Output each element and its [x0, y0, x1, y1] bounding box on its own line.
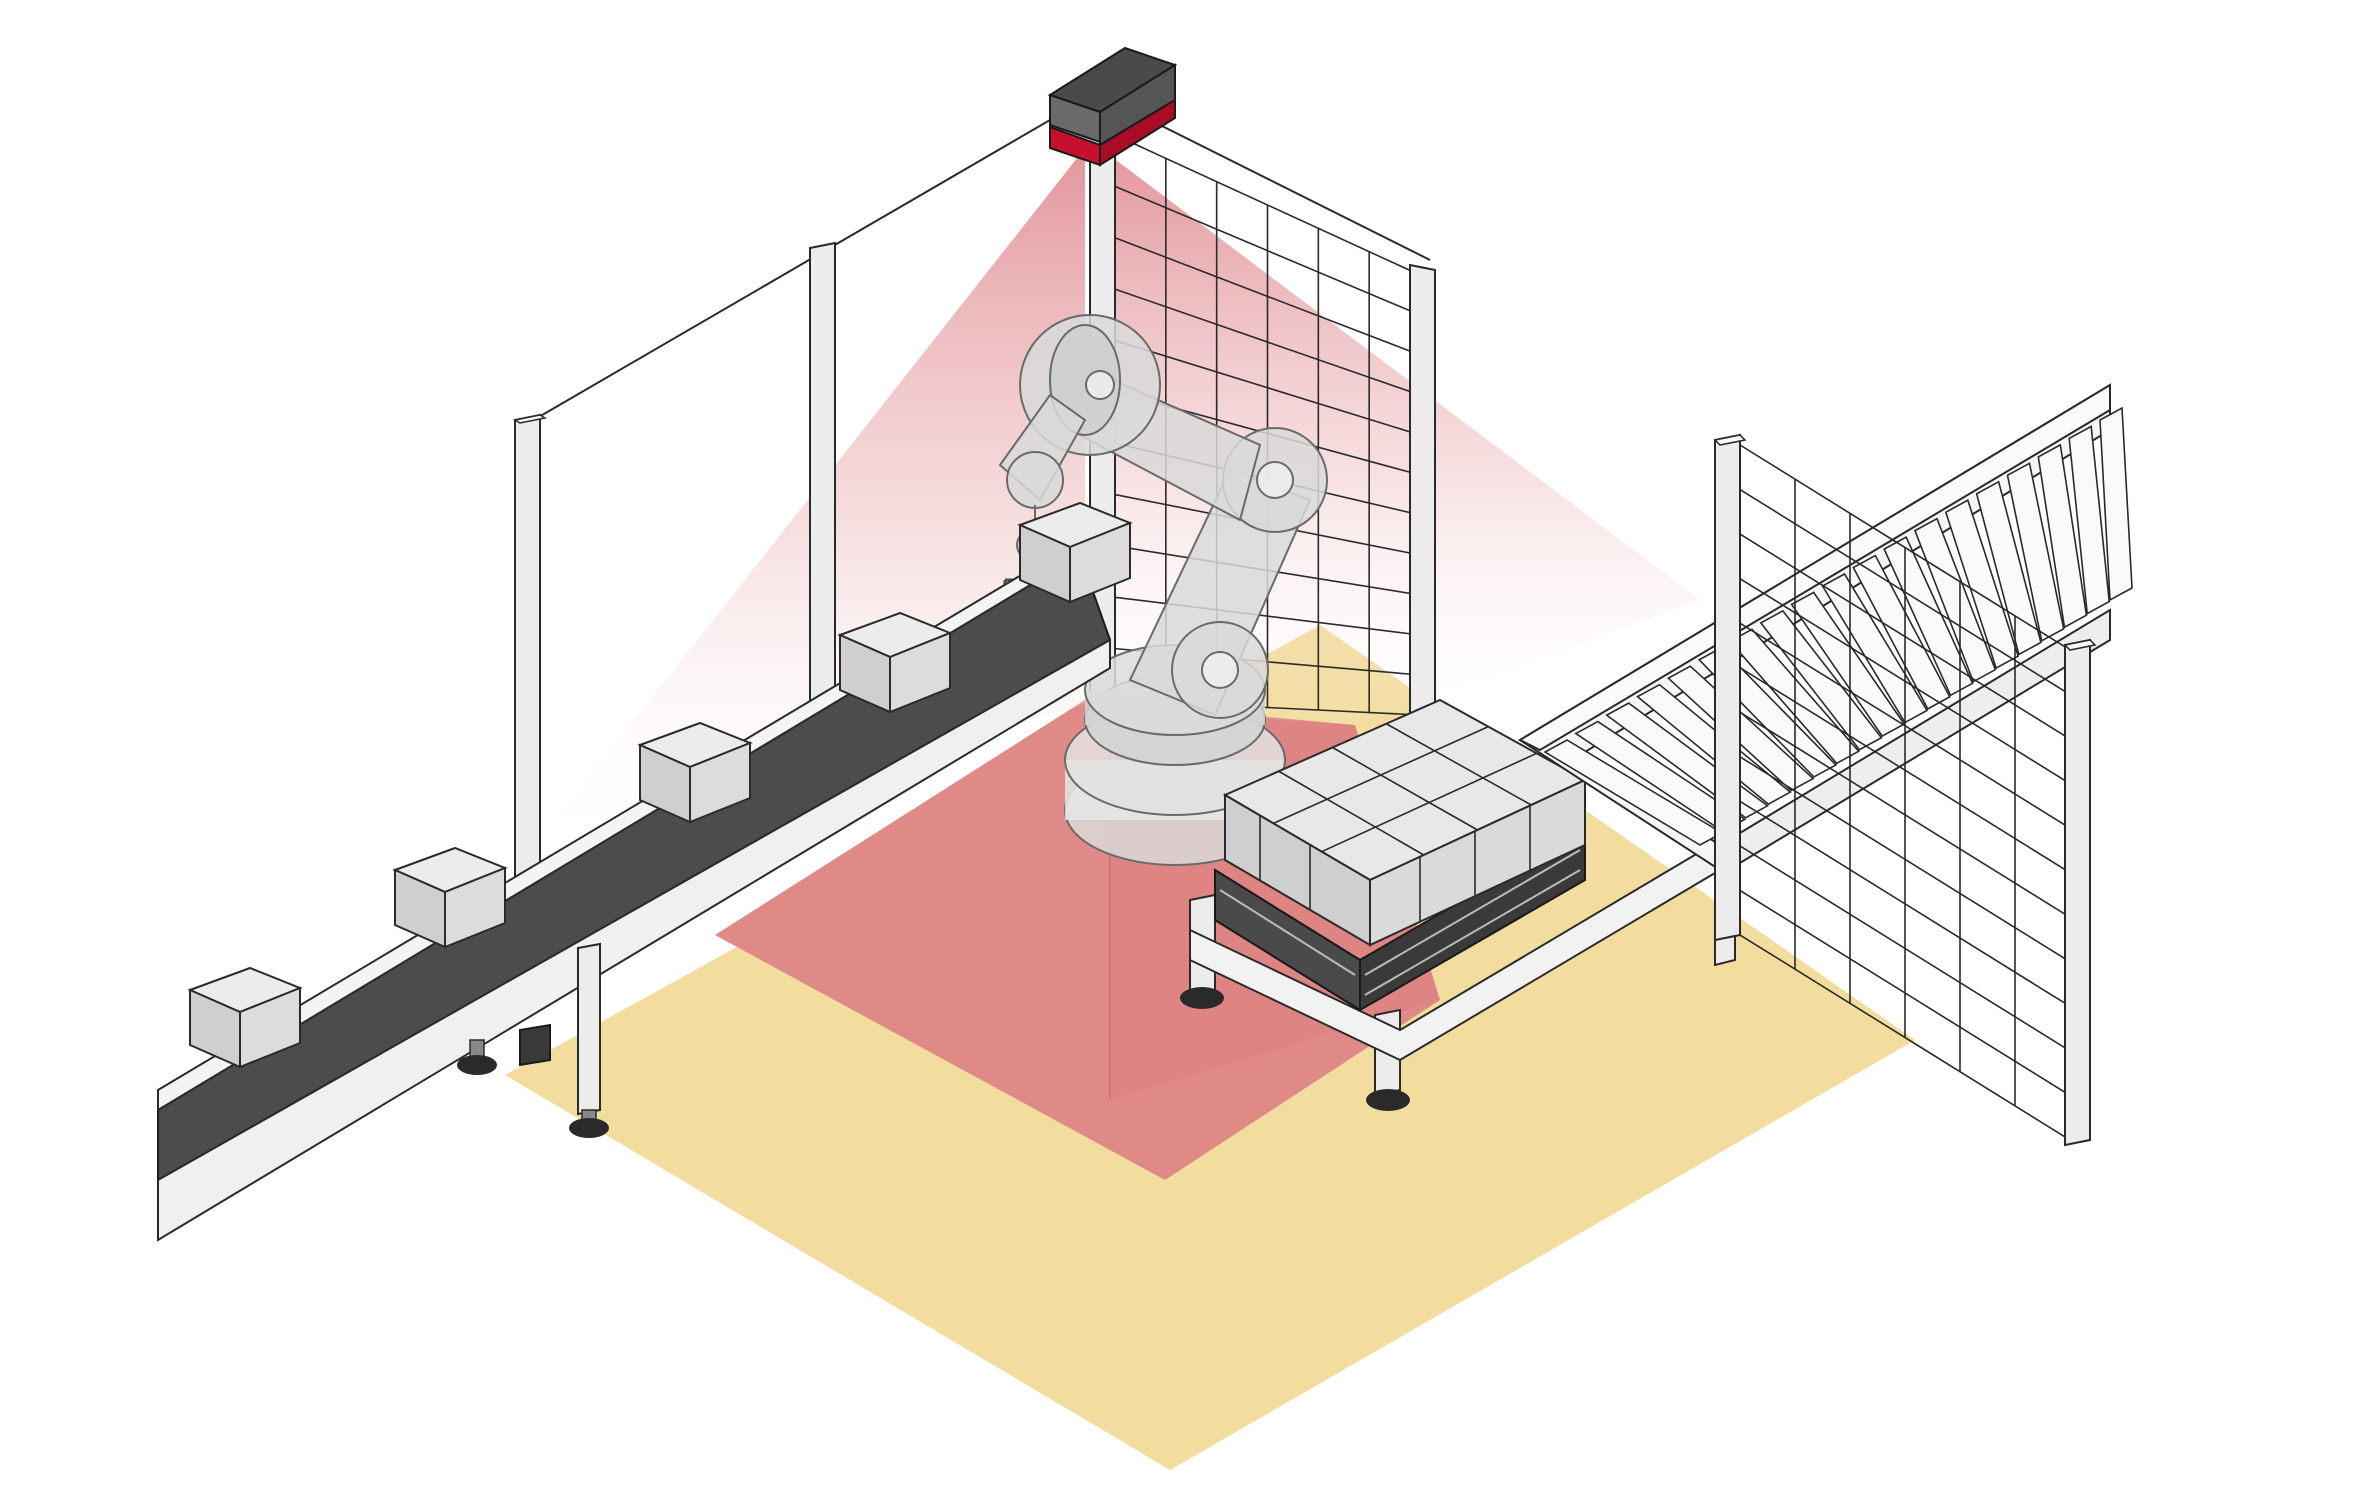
roller-conveyor: [1517, 383, 2133, 967]
roller: [2006, 462, 2065, 643]
cardboard-box: [392, 846, 508, 949]
conveyor-boxes: [187, 501, 1133, 1069]
cardboard-box: [637, 721, 753, 824]
fence-rail: [524, 119, 1431, 426]
conveyor-leg: [569, 942, 609, 1138]
roller: [2037, 443, 2088, 629]
safety-laser-scanner: [1047, 46, 1178, 167]
fence-post-back-right: [1409, 263, 1436, 722]
conveyor-front-rail: [157, 638, 1111, 1242]
roller: [1975, 480, 2042, 656]
fence-post-left: [512, 413, 548, 887]
fence-post-middle: [809, 241, 836, 717]
roller: [2068, 425, 2111, 615]
pallet: [1214, 828, 1586, 1012]
roller: [1883, 535, 1974, 697]
pallet-conveyor-frame: [1180, 838, 1721, 1111]
conveyor-leg-back: [457, 1039, 497, 1075]
roller: [1759, 609, 1883, 751]
roller: [1852, 554, 1951, 710]
fence-post-right-2: [2063, 638, 2097, 1147]
roller: [1944, 499, 2020, 670]
cardboard-box: [837, 611, 953, 714]
conveyor-sensor: [519, 1023, 551, 1067]
pallet-load: [1222, 698, 1588, 947]
industrial-robot: [998, 314, 1328, 866]
cardboard-box: [187, 966, 303, 1069]
roller: [1821, 572, 1929, 724]
roller: [1914, 517, 1997, 683]
cardboard-box: [1017, 501, 1133, 604]
roller: [1574, 720, 1747, 833]
roller: [2099, 406, 2133, 602]
